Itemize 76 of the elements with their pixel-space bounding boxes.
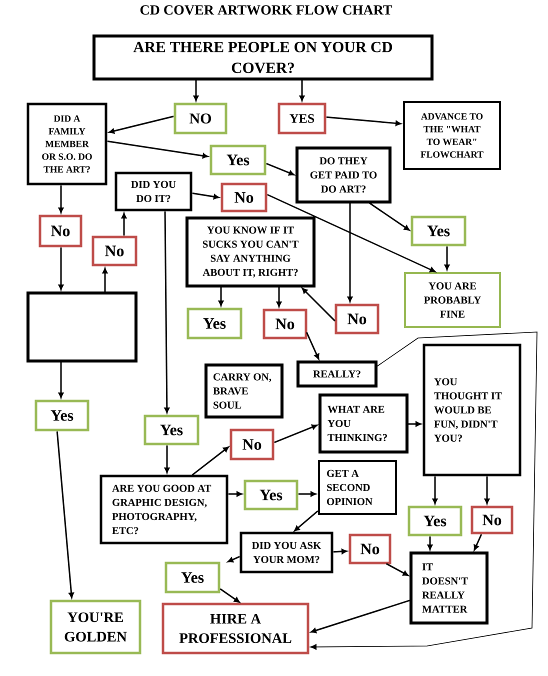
arrow bbox=[192, 192, 220, 200]
arrow bbox=[333, 548, 348, 554]
arrow bbox=[474, 534, 482, 550]
arrow bbox=[310, 332, 538, 650]
title: CD COVER ARTWORK FLOW CHART bbox=[140, 5, 392, 15]
arrow bbox=[164, 446, 170, 474]
question-box: DID YOU DO IT? bbox=[114, 172, 192, 212]
choice-box: Yes bbox=[186, 308, 242, 340]
result-box: YOU ARE PROBABLY FINE bbox=[404, 272, 501, 328]
arrow bbox=[58, 362, 64, 398]
arrow bbox=[298, 491, 316, 497]
choice-box: No bbox=[92, 236, 138, 266]
arrow bbox=[228, 491, 242, 497]
arrow bbox=[408, 421, 422, 427]
choice-box: Yes bbox=[164, 562, 220, 594]
arrow bbox=[164, 212, 170, 414]
choice-box: No bbox=[348, 534, 392, 564]
question-box: REALLY? bbox=[296, 360, 378, 388]
result-box: HIRE A PROFESSIONAL bbox=[162, 602, 310, 654]
choice-box: No bbox=[262, 308, 308, 340]
arrow bbox=[121, 212, 127, 236]
arrow bbox=[427, 536, 433, 550]
arrow bbox=[386, 563, 408, 576]
choice-box: No bbox=[334, 304, 380, 334]
arrow bbox=[299, 80, 305, 102]
empty-box bbox=[26, 292, 138, 362]
choice-box: Yes bbox=[408, 506, 462, 536]
arrow bbox=[56, 431, 74, 598]
arrow bbox=[267, 194, 436, 272]
question-box: WHAT ARE YOU THINKING? bbox=[318, 394, 408, 454]
question-box: YOU THOUGHT IT WOULD BE FUN, DIDN'T YOU? bbox=[422, 344, 522, 476]
arrow bbox=[58, 186, 64, 214]
arrow bbox=[444, 246, 450, 270]
arrow bbox=[192, 446, 229, 476]
arrow bbox=[218, 288, 224, 306]
arrow bbox=[294, 510, 318, 532]
question-box: ARE THERE PEOPLE ON YOUR CD COVER? bbox=[92, 34, 434, 80]
arrow bbox=[276, 288, 282, 308]
choice-box: Yes bbox=[210, 144, 266, 176]
result-box: ADVANCE TO THE "WHAT TO WEAR" FLOWCHART bbox=[403, 101, 501, 170]
arrow bbox=[306, 332, 320, 360]
question-box: DO THEY GET PAID TO DO ART? bbox=[296, 146, 392, 204]
arrow bbox=[368, 202, 410, 231]
result-box: YOU'RE GOLDEN bbox=[50, 600, 142, 654]
choice-box: Yes bbox=[34, 400, 90, 432]
choice-box: No bbox=[38, 214, 82, 248]
question-box: DID A FAMILY MEMBER OR S.O. DO THE ART? bbox=[26, 102, 108, 186]
arrow bbox=[228, 556, 240, 562]
result-box: CARRY ON, BRAVE SOUL bbox=[204, 364, 284, 418]
arrow bbox=[310, 600, 410, 634]
question-box: DID YOU ASK YOUR MOM? bbox=[240, 532, 334, 574]
arrow bbox=[302, 288, 336, 322]
choice-box: Yes bbox=[244, 480, 298, 510]
question-box: ARE YOU GOOD AT GRAPHIC DESIGN, PHOTOGRAPHY, ETC? bbox=[100, 474, 228, 544]
arrow bbox=[432, 476, 438, 504]
choice-box: No bbox=[230, 428, 274, 460]
arrow bbox=[484, 476, 490, 504]
arrow bbox=[193, 80, 199, 102]
arrow bbox=[107, 140, 208, 158]
choice-box: Yes bbox=[410, 216, 466, 246]
choice-box: No bbox=[470, 506, 514, 534]
choice-box: NO bbox=[174, 102, 228, 134]
arrow bbox=[102, 268, 108, 292]
arrow bbox=[274, 424, 318, 444]
result-box: IT DOESN'T REALLY MATTER bbox=[410, 552, 488, 624]
result-box: GET A SECOND OPINION bbox=[318, 460, 397, 515]
choice-box: No bbox=[220, 182, 268, 212]
choice-box: YES bbox=[278, 102, 326, 134]
arrow bbox=[326, 116, 402, 126]
arrow bbox=[58, 248, 64, 290]
choice-box: Yes bbox=[144, 414, 200, 446]
question-box: YOU KNOW IF IT SUCKS YOU CAN'T SAY ANYTHING ABOUT IT, RIGHT? bbox=[186, 216, 316, 288]
arrow bbox=[347, 204, 353, 302]
arrow bbox=[220, 588, 240, 603]
arrow bbox=[266, 162, 294, 176]
arrow bbox=[108, 116, 174, 134]
